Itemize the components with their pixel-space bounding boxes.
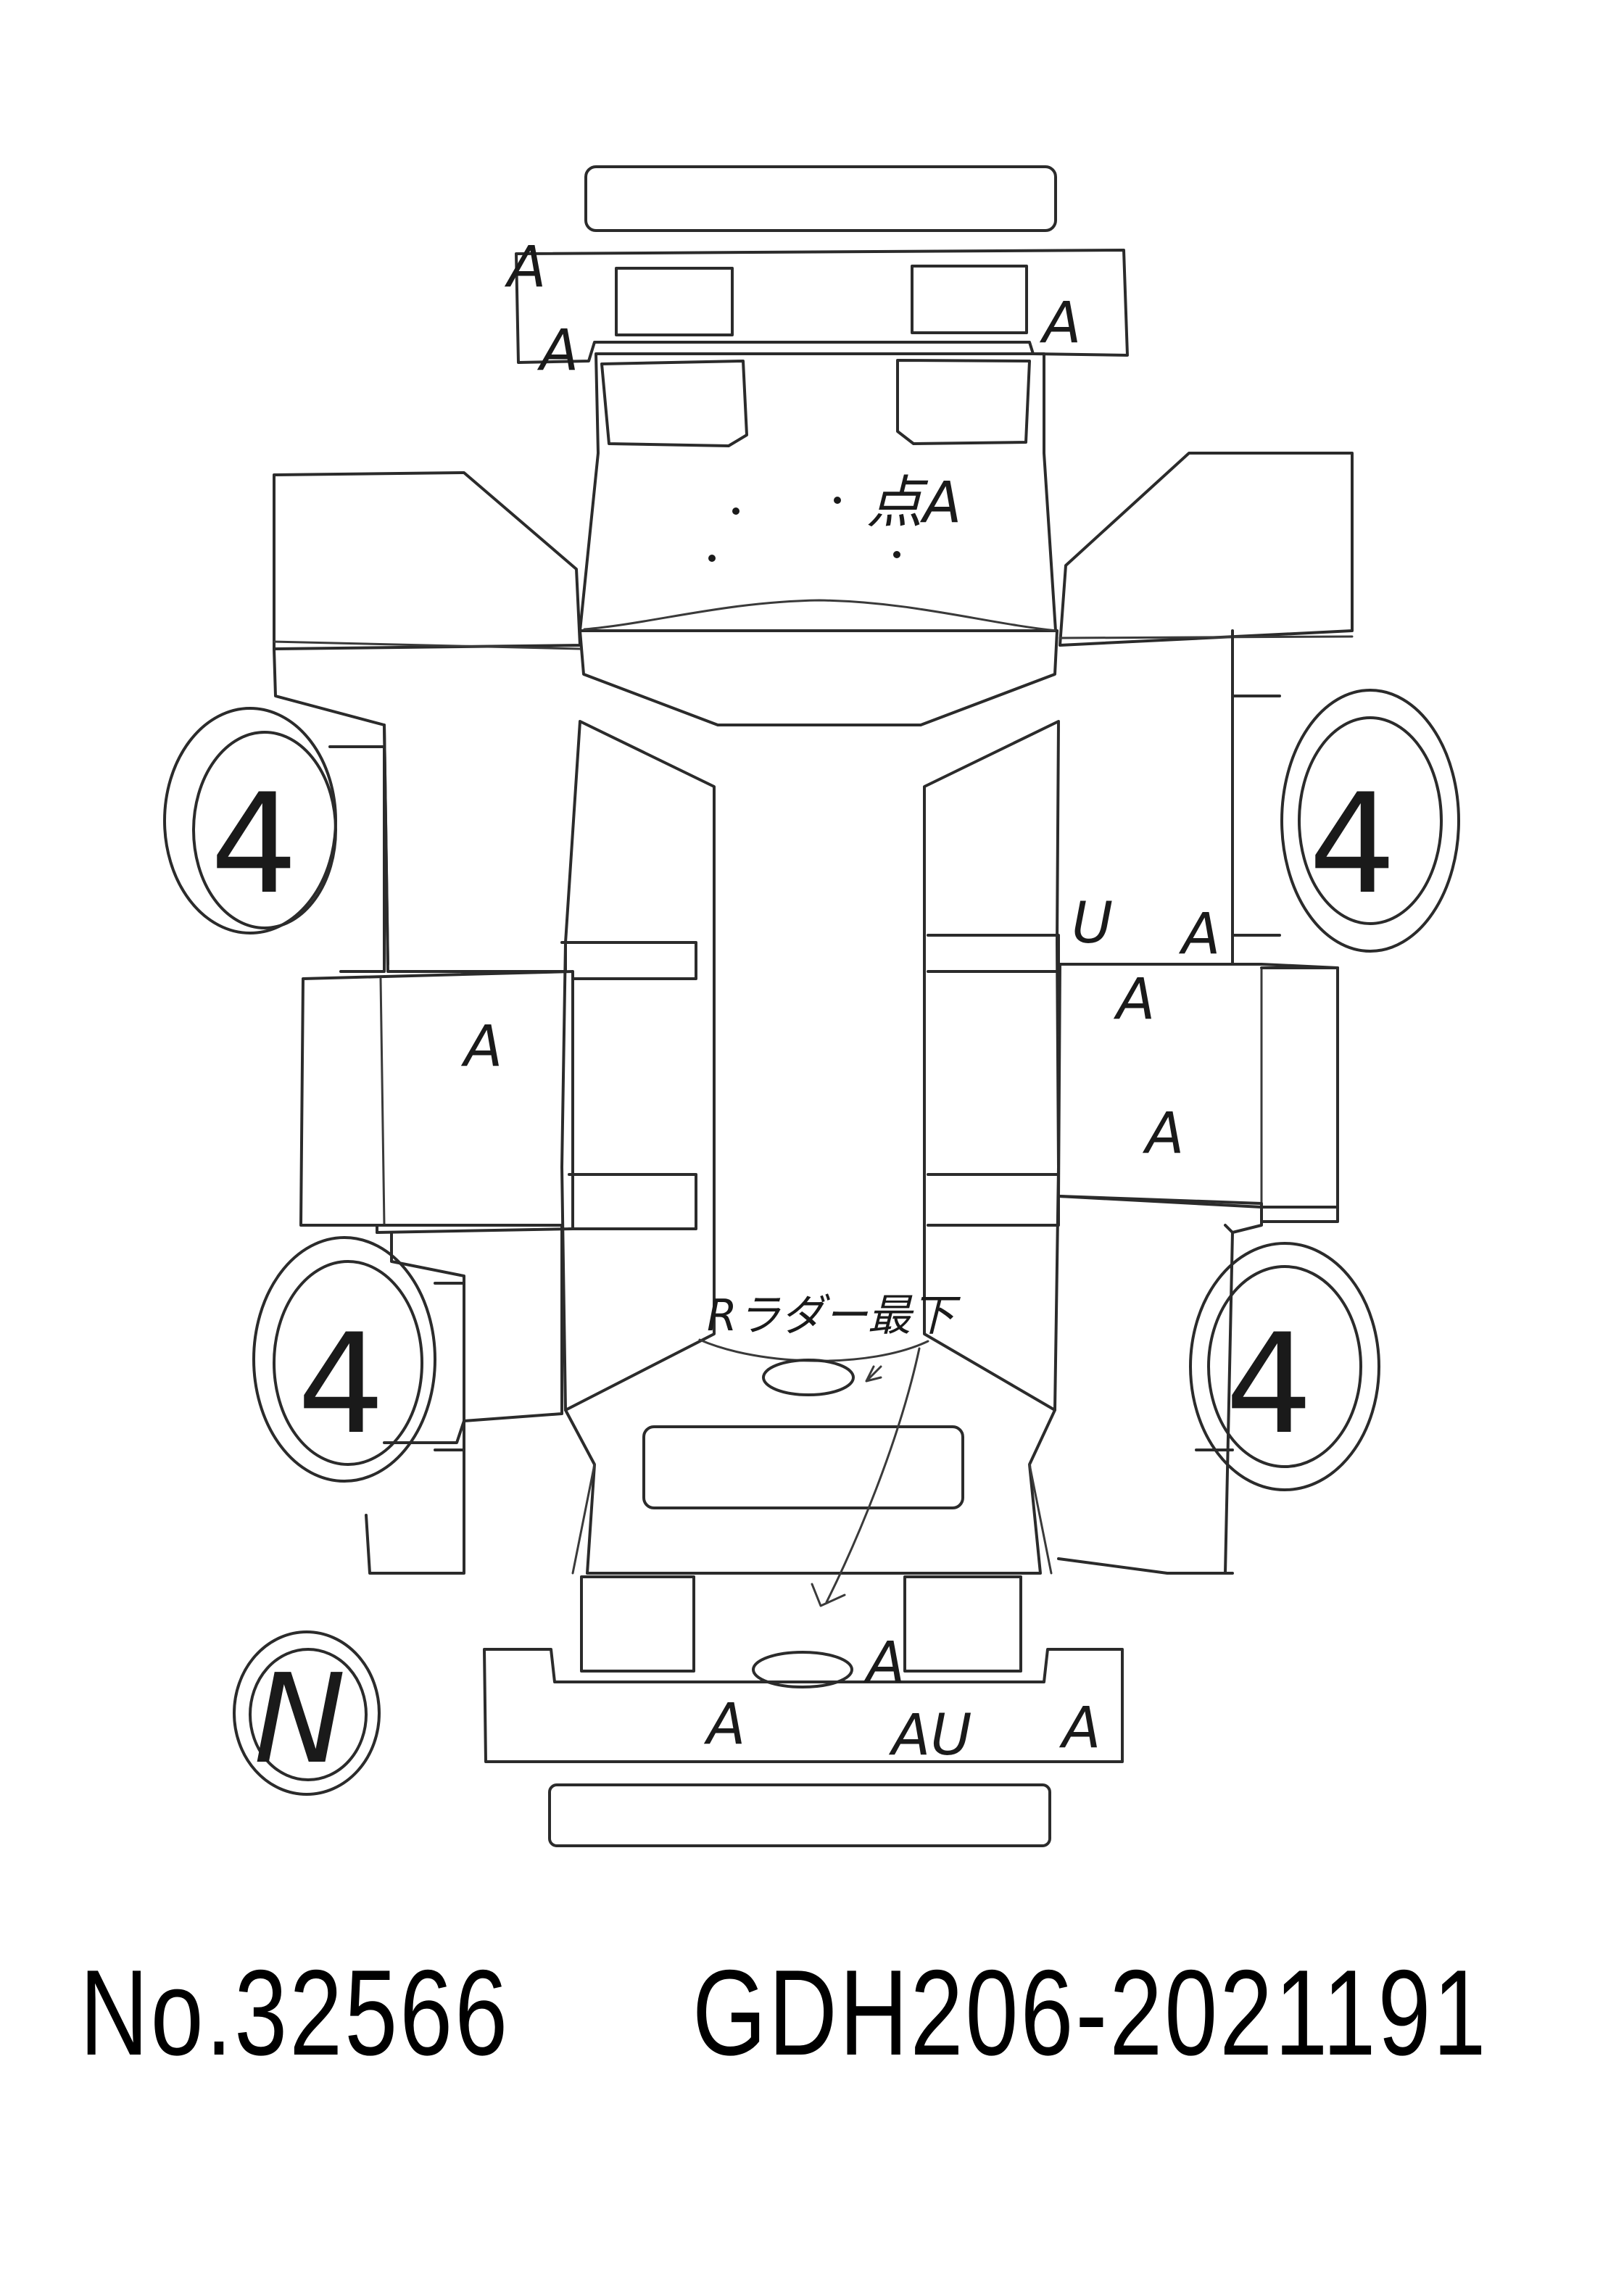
tire-front-left-value: 4 <box>210 764 298 924</box>
mark-right-fender-a: A <box>1178 902 1220 967</box>
stock-number: No.32566 <box>80 1944 510 2081</box>
tire-rear-left-value: 4 <box>297 1304 385 1464</box>
left-headlight <box>600 360 748 447</box>
mark-rear-door: A <box>863 1630 905 1696</box>
rear-pillar-left <box>571 1463 596 1575</box>
mark-rear-bumper-left: A <box>703 1692 745 1757</box>
mark-right-fender-u: U <box>1072 891 1113 956</box>
mark-left-front-door: A <box>460 1014 502 1079</box>
right-rear-panel <box>927 934 1060 973</box>
arrow-small <box>865 1365 882 1383</box>
rear-body <box>564 1409 1056 1575</box>
right-tail-light <box>903 1575 1022 1673</box>
roof-center-crease <box>698 1338 929 1362</box>
roof-center <box>560 720 716 1412</box>
rear-lip <box>548 1783 1051 1847</box>
cowl-line <box>583 599 1058 632</box>
left-front-fender <box>273 471 581 650</box>
hood-dot <box>732 507 740 515</box>
left-rear-door-strip <box>568 1173 697 1230</box>
rear-window <box>642 1425 964 1509</box>
mark-front-bumper-left-lower: A <box>536 318 579 384</box>
interior-grade-badge: N <box>233 1630 381 1796</box>
front-body <box>579 352 1057 632</box>
hood-dot <box>893 551 900 558</box>
arrow-head <box>811 1583 846 1607</box>
interior-grade-value: N <box>254 1648 346 1791</box>
left-tail-light <box>580 1575 695 1673</box>
arrow-line <box>825 1347 921 1604</box>
mark-hood: 点A <box>866 471 961 536</box>
right-rear-side <box>1224 1224 1234 1234</box>
mark-front-bumper-right: A <box>1039 291 1081 356</box>
mark-rear-bumper-center: AU <box>888 1703 972 1768</box>
front-left-fog <box>615 267 734 336</box>
tire-front-right-value: 4 <box>1309 764 1396 924</box>
right-fender-line <box>1058 635 1354 639</box>
left-front-door <box>299 970 574 1234</box>
hood-windshield <box>579 629 1058 726</box>
right-rear-door-strip <box>927 1173 1060 1227</box>
underbody-spot <box>762 1359 855 1396</box>
right-front-door <box>1057 963 1339 1209</box>
front-right-fog <box>911 265 1028 334</box>
left-rear-panel <box>560 941 697 980</box>
hood-dot <box>834 497 841 504</box>
mark-front-bumper-left-upper: A <box>504 235 546 300</box>
right-front-fender <box>1058 452 1354 647</box>
mark-right-front-door: A <box>1113 967 1155 1032</box>
tire-front-left: 4 <box>163 707 386 973</box>
mark-right-rear-door: A <box>1142 1101 1184 1166</box>
left-fender-line <box>273 640 581 650</box>
left-rear-quarter <box>376 1224 563 1444</box>
tire-rear-left: 4 <box>252 1236 465 1483</box>
mark-rear-bumper-right: A <box>1058 1696 1101 1761</box>
left-front-pillar <box>273 647 567 973</box>
chassis-number: GDH206-2021191 <box>692 1944 1488 2081</box>
front-bumper <box>515 249 1129 364</box>
front-lip <box>584 165 1057 232</box>
tire-rear-right-value: 4 <box>1225 1304 1313 1464</box>
tire-rear-right: 4 <box>1188 1242 1380 1575</box>
tire-front-right: 4 <box>1231 689 1460 953</box>
rear-spot <box>752 1651 853 1688</box>
hood-dot <box>708 555 716 562</box>
right-door-outer <box>1260 966 1339 1223</box>
left-front-door-inner <box>379 977 386 1227</box>
mark-underbody-note: Rラダー最下 <box>707 1290 961 1341</box>
rear-bumper <box>483 1648 1124 1763</box>
right-headlight <box>896 359 1031 445</box>
rear-pillar-right <box>1028 1463 1053 1575</box>
